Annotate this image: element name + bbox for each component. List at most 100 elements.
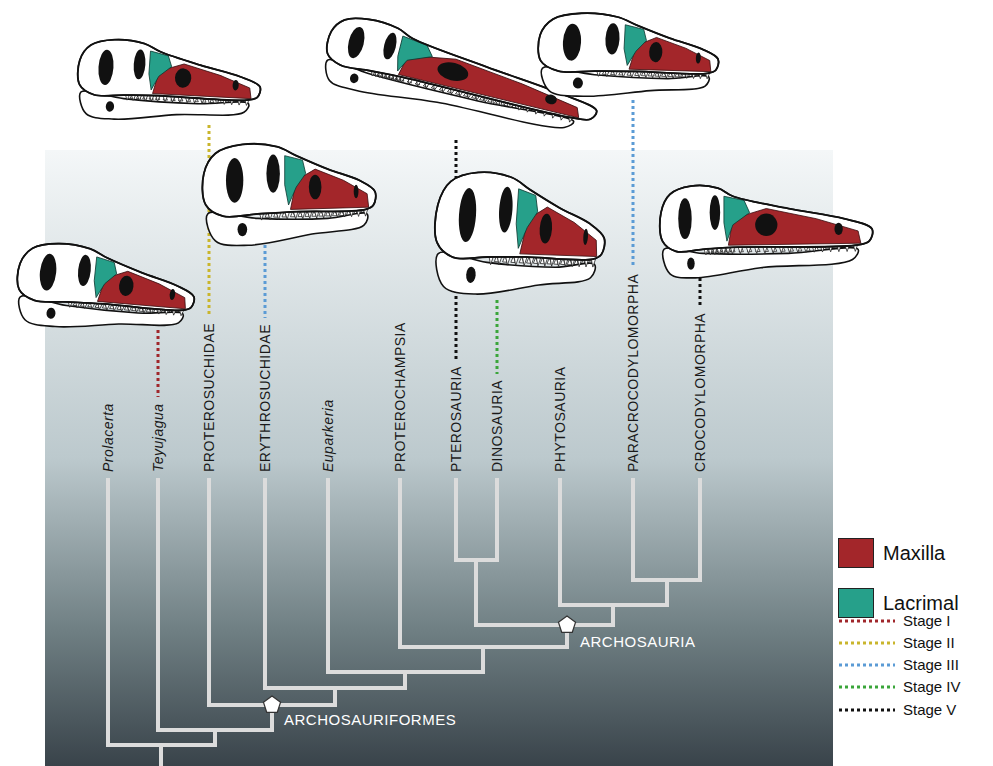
skull-fenestra [834, 223, 842, 235]
taxon-label: PTEROSAURIA [448, 366, 464, 472]
taxon-label: PROTEROSUCHIDAE [201, 323, 217, 472]
skull-fenestra [696, 52, 702, 63]
skull-illustrations [13, 11, 873, 341]
stage-leader-line [157, 330, 160, 397]
tree-branch [326, 480, 330, 672]
stage-leaders [158, 100, 700, 397]
legend-entry: Stage III [838, 655, 959, 675]
clade-node-marker [558, 616, 575, 632]
clade-label: ARCHOSAURIA [580, 634, 696, 650]
skull-fenestra [349, 73, 359, 84]
lacrimal-bone [285, 156, 306, 205]
lacrimal-bone [92, 257, 118, 300]
legend-label: Stage III [903, 655, 959, 675]
tree-branch [698, 480, 702, 580]
skull-fenestra [687, 257, 694, 269]
stage-leader-line [264, 245, 267, 318]
stage-leader-line [699, 278, 702, 307]
clade-node-marker [263, 696, 280, 712]
skull-fenestra [169, 289, 176, 301]
skull-fenestra [105, 101, 114, 112]
skull-fenestra [77, 254, 93, 286]
skull-fenestra [354, 185, 359, 198]
skull-fenestra [238, 223, 248, 236]
tree-branch [207, 480, 211, 705]
skull-illustration [660, 186, 873, 278]
skull-fenestra [710, 195, 720, 230]
skull-fenestra [266, 155, 279, 193]
skull-illustration [536, 11, 721, 104]
lacrimal-bone [515, 189, 540, 250]
skull-illustration [430, 169, 609, 303]
tree-branch [333, 688, 337, 705]
taxon-label: PROTEROCHAMPSIA [392, 322, 408, 472]
legend-label: Lacrimal [883, 593, 959, 613]
legend-entry: Stage V [838, 700, 956, 720]
skull-fenestra [133, 49, 147, 80]
skull-fenestra [381, 31, 399, 60]
tree-branch [106, 480, 110, 745]
tree-branch [474, 560, 478, 625]
skull-fenestra [678, 198, 691, 239]
skull-fenestra [174, 68, 192, 88]
taxon-label: ERYTHROSUCHIDAE [257, 324, 273, 472]
tree-branch [558, 480, 562, 605]
skull-fenestra [605, 23, 621, 55]
tree-branch [476, 623, 613, 627]
legend-label: Stage II [903, 633, 955, 653]
taxon-label: PHYTOSAURIA [552, 366, 568, 472]
legend-label: Stage IV [903, 677, 961, 697]
lacrimal-bone [724, 196, 750, 241]
skull-fenestra [649, 42, 663, 63]
skull-illustration [75, 37, 264, 129]
tree-branch [156, 480, 160, 730]
legend-label: Stage I [903, 611, 951, 631]
legend-entry: Maxilla [838, 538, 945, 568]
taxon-label: PARACROCODYLOMORPHA [625, 274, 641, 472]
skull-fenestra [38, 253, 58, 291]
taxon-label: Euparkeria [320, 399, 336, 472]
skull-fenestra [544, 93, 558, 105]
tree-branch [403, 672, 407, 688]
lacrimal-bone [148, 51, 173, 91]
legend-line-sample [838, 684, 896, 690]
legend-entry: Stage II [838, 633, 955, 653]
skull-fenestra [583, 229, 589, 245]
tree-branch [398, 480, 402, 647]
skull-illustration [13, 239, 199, 341]
tree-branch [631, 480, 635, 580]
stage-leader-line [496, 300, 499, 374]
skull-fenestra [232, 80, 239, 91]
skull-fenestra [345, 25, 367, 60]
lacrimal-bone [394, 36, 435, 78]
skull-fenestra [97, 49, 114, 85]
stage-leader-line [632, 100, 635, 268]
tree-branches [108, 480, 700, 766]
taxon-label: DINOSAURIA [489, 380, 505, 472]
tree-branch [495, 480, 499, 560]
skull-illustration [202, 144, 375, 246]
tree-branch [481, 647, 485, 672]
skull-fenestra [457, 187, 478, 242]
legend-entry: Stage I [838, 611, 951, 631]
skull-fenestra [118, 275, 134, 297]
legend-entry: Stage IV [838, 677, 961, 697]
skull-fenestra [309, 175, 322, 200]
legend-label: Maxilla [883, 543, 945, 563]
skull-fenestra [755, 214, 777, 236]
tree-branch [263, 480, 267, 688]
skull-fenestra [539, 213, 553, 243]
skull-fenestra [436, 59, 471, 84]
legend-line-sample [838, 640, 896, 646]
legend-label: Stage V [903, 700, 956, 720]
legend-line-sample [838, 618, 896, 624]
clade-label: ARCHOSAURIFORMES [284, 712, 456, 728]
tree-branch [665, 580, 669, 605]
skull-fenestra [498, 186, 514, 233]
taxon-label: Teyujagua [150, 403, 166, 472]
skull-fenestra [573, 77, 584, 89]
legend-line-sample [838, 707, 896, 713]
legend-swatch [838, 588, 874, 618]
skull-fenestra [46, 307, 56, 319]
